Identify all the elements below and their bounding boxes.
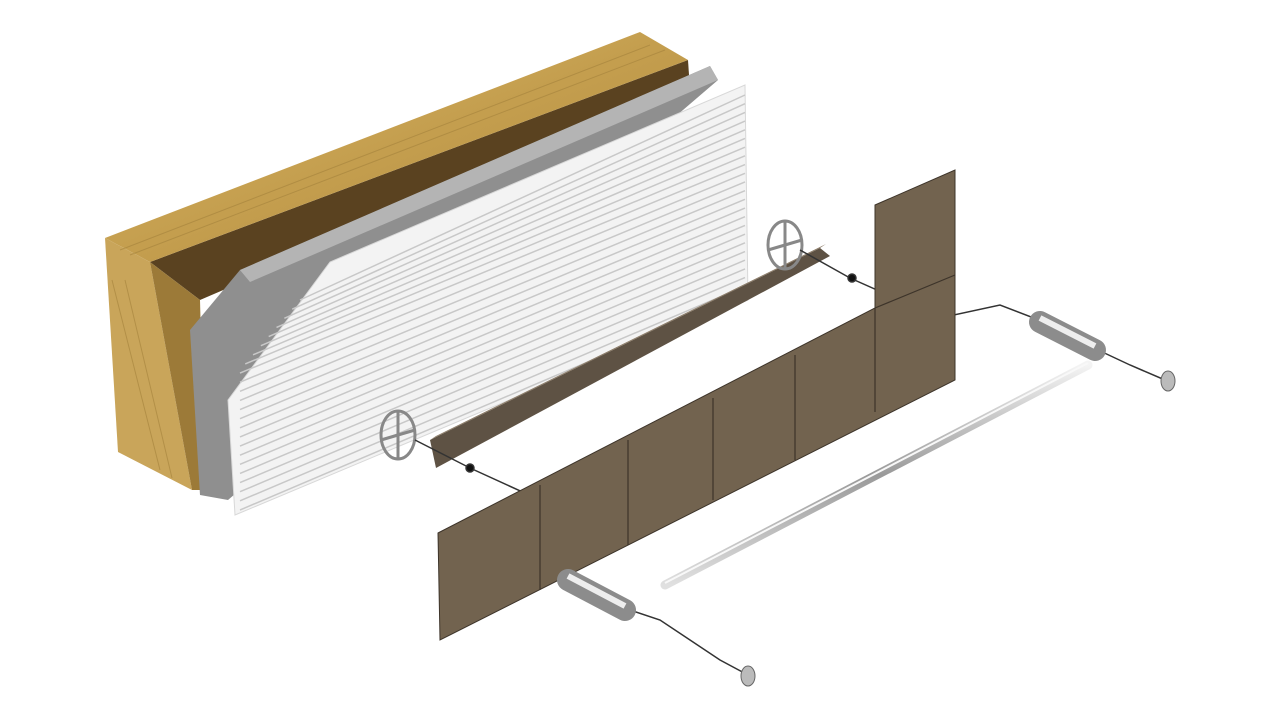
louver-slat	[268, 129, 746, 338]
louver-slat	[252, 146, 746, 356]
louver-slat	[260, 137, 746, 347]
wheel-left	[379, 409, 417, 461]
louver-slat	[239, 233, 746, 447]
cylinder-fitting-left	[557, 569, 636, 621]
wheel-right	[766, 219, 804, 271]
wood-frame	[105, 32, 690, 490]
louver-panel	[227, 84, 749, 516]
louver-slat	[239, 198, 746, 411]
louver-slat	[239, 276, 746, 493]
louver-slat	[239, 285, 746, 502]
louver-slat	[284, 111, 746, 319]
louver-slat	[239, 216, 746, 429]
end-cap-left	[740, 665, 756, 687]
louver-slat	[239, 172, 746, 383]
louver-slat	[276, 120, 746, 329]
louver-slat	[244, 155, 746, 365]
louver-slat	[239, 268, 746, 484]
end-cap-right	[1160, 370, 1176, 392]
louver-slat	[239, 250, 746, 466]
louver-slat	[239, 189, 746, 402]
tension-rod	[660, 360, 1093, 590]
louver-slat	[299, 94, 746, 301]
louver-slat	[239, 259, 746, 475]
louver-slat	[239, 181, 746, 392]
cylinder-fitting-right	[1029, 311, 1106, 361]
louver-slat	[239, 163, 746, 374]
louver-slat	[239, 207, 746, 420]
louver-slat	[239, 242, 746, 456]
louver-slat	[239, 224, 746, 438]
louver-slat	[291, 103, 746, 310]
brown-rail	[430, 244, 830, 468]
facade-panel	[437, 169, 956, 641]
